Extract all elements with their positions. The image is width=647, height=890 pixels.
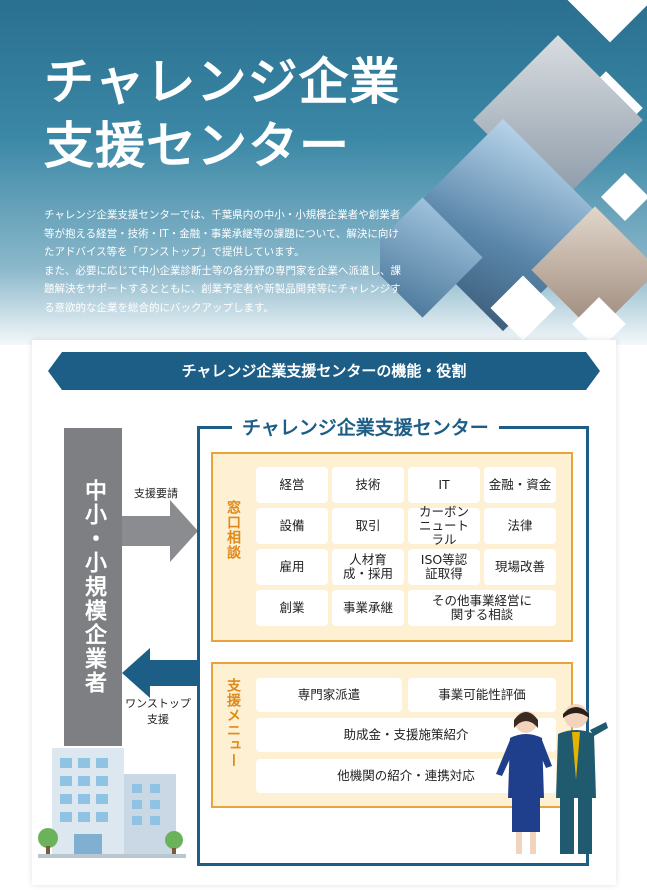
consult-item: ISO等認証取得 [408,549,480,585]
support-item: 専門家派遣 [256,678,402,712]
consult-item: その他事業経営に関する相談 [408,590,556,626]
title-line-2: 支援センター [44,117,350,175]
consult-item: 技術 [332,467,404,503]
intro-paragraph-1: チャレンジ企業支援センターでは、千葉県内の中小・小規模企業者や創業者等が抱える経… [44,209,401,258]
page-title: チャレンジ企業 支援センター [44,50,401,178]
consult-item: カーボンニュートラル [408,505,480,547]
support-item: 助成金・支援施策紹介 [256,718,556,752]
consultation-label: 窓口相談 [225,500,241,560]
consult-item: 人材育成・採用 [332,549,404,585]
banner-title: チャレンジ企業支援センターの機能・役割 [181,362,467,380]
support-item: 事業可能性評価 [408,678,556,712]
collage-white-tile [567,0,647,43]
consult-item: 現場改善 [484,549,556,585]
consult-item: 経営 [256,467,328,503]
banner-shape [48,352,600,390]
consult-item: 取引 [332,508,404,544]
consult-item: 創業 [256,590,328,626]
consultants-illustration [496,704,608,854]
one-stop-arrow [122,648,198,698]
request-arrow [122,500,198,562]
title-line-1: チャレンジ企業 [44,53,401,111]
section-banner: チャレンジ企業支援センターの機能・役割 [48,352,600,390]
building-illustration [38,748,186,858]
request-label: 支援要請 [134,487,178,500]
org-column: 中小・小規模企業者 [64,428,122,746]
intro-paragraph-2: また、必要に応じて中小企業診断士等の各分野の専門家を企業へ派遣し、課題解決をサポ… [44,264,401,314]
consult-item: IT [408,467,480,503]
intro-text: チャレンジ企業支援センターでは、千葉県内の中小・小規模企業者や創業者等が抱える経… [44,206,404,317]
consult-item: 法律 [484,508,556,544]
support-menu-label: 支援メニュー [225,678,241,768]
consult-item: 設備 [256,508,328,544]
center-title: チャレンジ企業支援センター [232,413,499,440]
consult-item: 金融・資金 [484,467,556,503]
consult-item: 雇用 [256,549,328,585]
one-stop-label-line-2: 支援 [147,713,169,726]
consult-item: 事業承継 [332,590,404,626]
one-stop-label: ワンストップ 支援 [118,696,198,728]
one-stop-label-line-1: ワンストップ [125,697,191,710]
photo-collage [380,0,647,345]
collage-white-tile [600,172,647,222]
